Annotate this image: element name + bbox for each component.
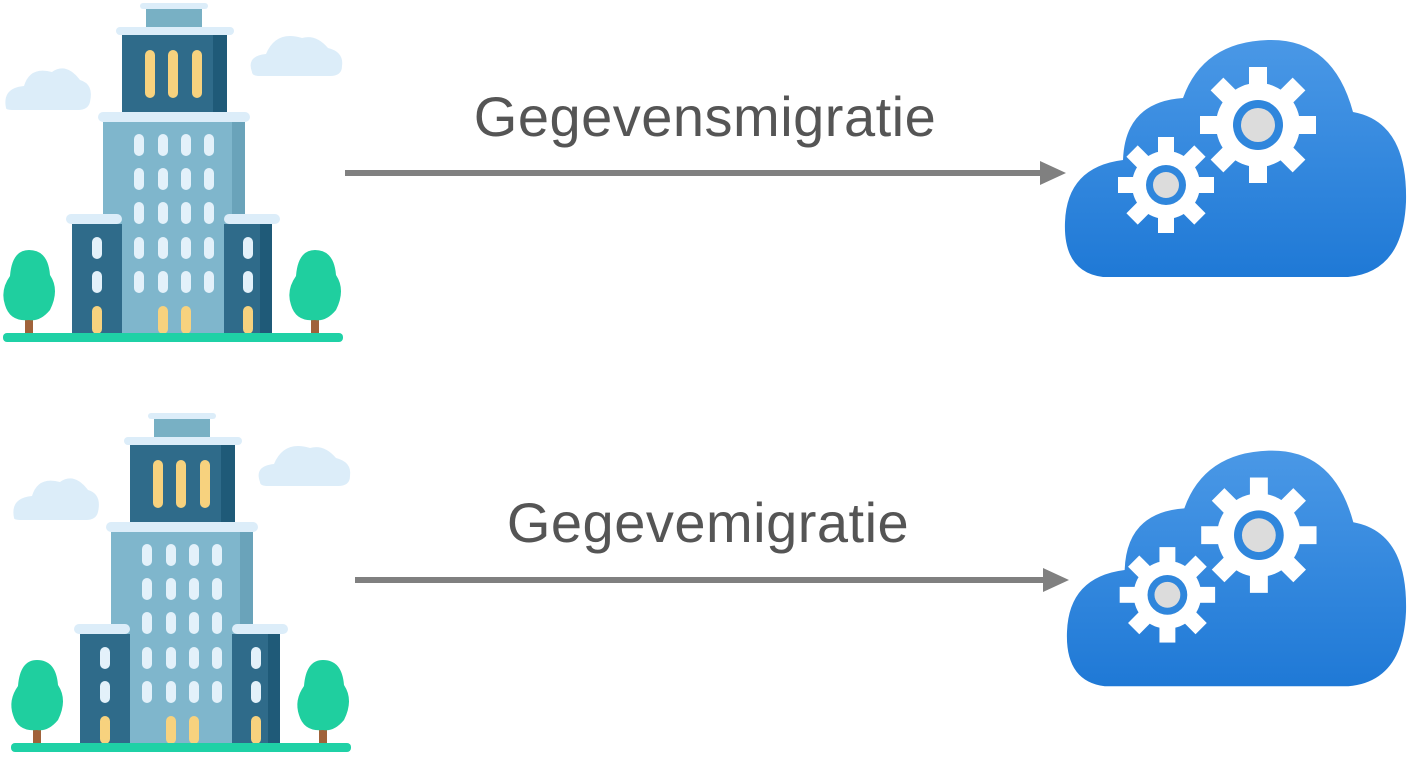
row-1 [3,3,1407,342]
row-2 [11,413,1407,752]
cloud-gears-icon [1064,39,1407,277]
migration-label: Gegevemigratie [506,491,910,554]
migration-label: Gegevensmigratie [473,85,937,148]
cloud-gears-icon [1066,450,1407,687]
office-building-icon [11,413,351,752]
office-building-icon [3,3,343,342]
arrow-right [355,568,1069,592]
arrow-right [345,161,1066,185]
